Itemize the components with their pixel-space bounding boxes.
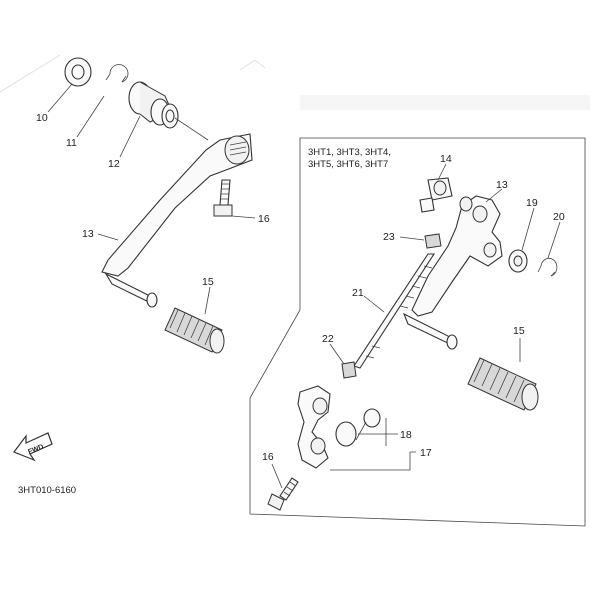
part-11-circlip bbox=[105, 64, 129, 83]
part-13-shift-lever-left bbox=[101, 133, 253, 308]
left-callouts: 10 11 12 13 16 15 bbox=[36, 83, 270, 315]
label-part-19: 19 bbox=[526, 197, 538, 209]
label-part-23: 23 bbox=[383, 231, 395, 243]
label-part-13-right: 13 bbox=[496, 179, 508, 191]
label-part-11: 11 bbox=[66, 137, 77, 149]
label-part-21: 21 bbox=[352, 287, 364, 299]
label-part-22: 22 bbox=[322, 333, 334, 345]
diagram-code: 3HT010-6160 bbox=[18, 485, 76, 496]
label-part-20: 20 bbox=[553, 211, 565, 223]
part-16-bolt-right bbox=[267, 477, 299, 511]
part-23-nut bbox=[424, 233, 442, 249]
part-14-rod-end bbox=[419, 177, 453, 213]
label-part-13-left: 13 bbox=[82, 228, 94, 240]
part-10-washer bbox=[64, 57, 92, 87]
part-20-circlip bbox=[537, 257, 558, 277]
label-part-10: 10 bbox=[36, 112, 48, 124]
part-12-boot bbox=[128, 81, 179, 129]
variant-models-line2: 3HT5, 3HT6, 3HT7 bbox=[308, 159, 388, 170]
part-21-shift-rod bbox=[353, 253, 436, 369]
label-part-15-left: 15 bbox=[202, 276, 214, 288]
part-15-footpeg-left bbox=[164, 307, 225, 354]
part-15-footpeg-right bbox=[467, 357, 539, 411]
part-17-linkage-arm bbox=[297, 385, 331, 469]
part-19-washer bbox=[508, 249, 528, 273]
part-18-pins bbox=[335, 408, 381, 447]
label-part-12: 12 bbox=[108, 158, 120, 170]
right-callouts: 14 13 19 20 23 21 15 22 18 17 16 bbox=[262, 153, 565, 489]
background-artwork bbox=[0, 54, 590, 110]
label-part-16-right: 16 bbox=[262, 451, 274, 463]
part-16-bolt-left bbox=[213, 179, 233, 217]
label-part-14: 14 bbox=[440, 153, 452, 165]
variant-models-line1: 3HT1, 3HT3, 3HT4, bbox=[308, 147, 391, 158]
label-part-16-left: 16 bbox=[258, 213, 270, 225]
part-22-nut bbox=[341, 361, 357, 379]
variant-inset-frame bbox=[249, 137, 586, 527]
label-part-15-right: 15 bbox=[513, 325, 525, 337]
label-part-18: 18 bbox=[400, 429, 412, 441]
label-part-17: 17 bbox=[420, 447, 432, 459]
part-13-shift-lever-right bbox=[402, 195, 503, 350]
fwd-arrow-icon: FWD bbox=[13, 432, 53, 462]
